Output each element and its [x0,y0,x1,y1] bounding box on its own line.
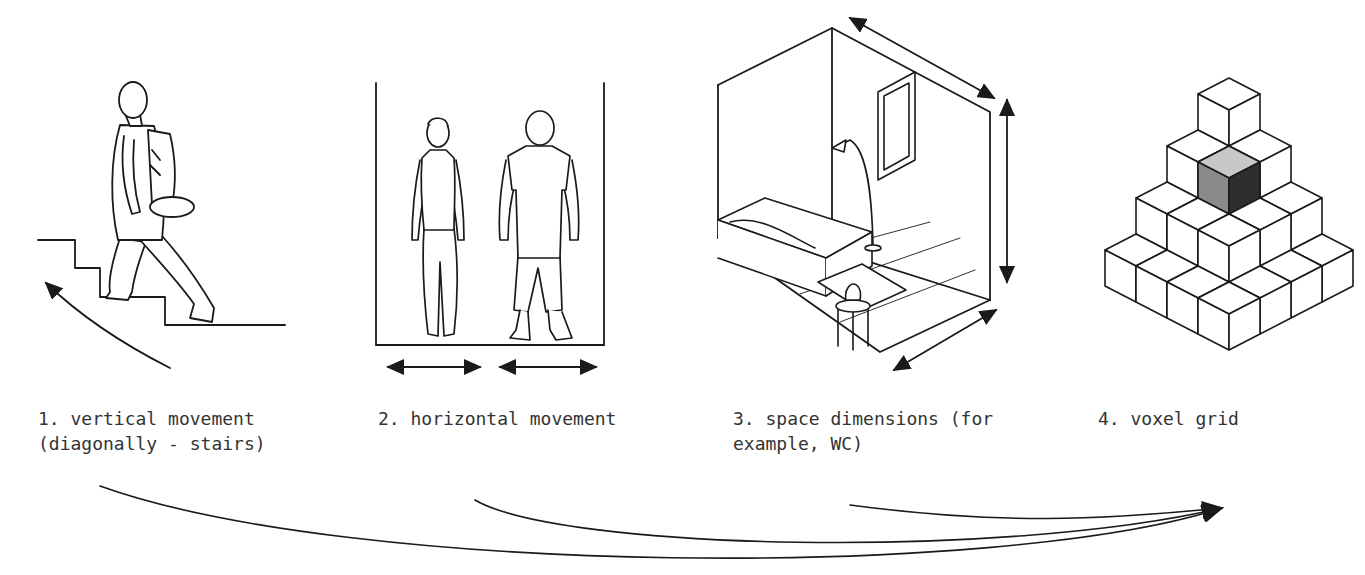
dimension-arrows [850,18,1007,370]
corridor [376,83,604,367]
panel-caption-node: 1. vertical movement (diagonally - stair… [38,406,328,486]
climbing-man [106,82,214,322]
woman-figure [412,118,464,336]
panel-caption-node: 3. space dimensions (for example, WC) [733,406,1023,505]
panel-caption-node: 4. voxel grid [1098,406,1298,508]
panel-caption: 2. horizontal movement [378,406,678,431]
panel-caption: 4. voxel grid [1098,406,1298,431]
panel-caption: 3. space dimensions (for example, WC) [733,406,1023,456]
panel-caption: 1. vertical movement (diagonally - stair… [38,406,328,456]
man-figure [499,111,579,340]
panel-caption-node: 2. horizontal movement [378,406,678,500]
room-furniture [718,72,915,350]
curved-arrow [100,486,1222,558]
room-outline [718,28,990,352]
curved-arrow [850,505,1222,519]
voxel-grid [1105,78,1353,350]
curved-arrow [475,500,1222,543]
